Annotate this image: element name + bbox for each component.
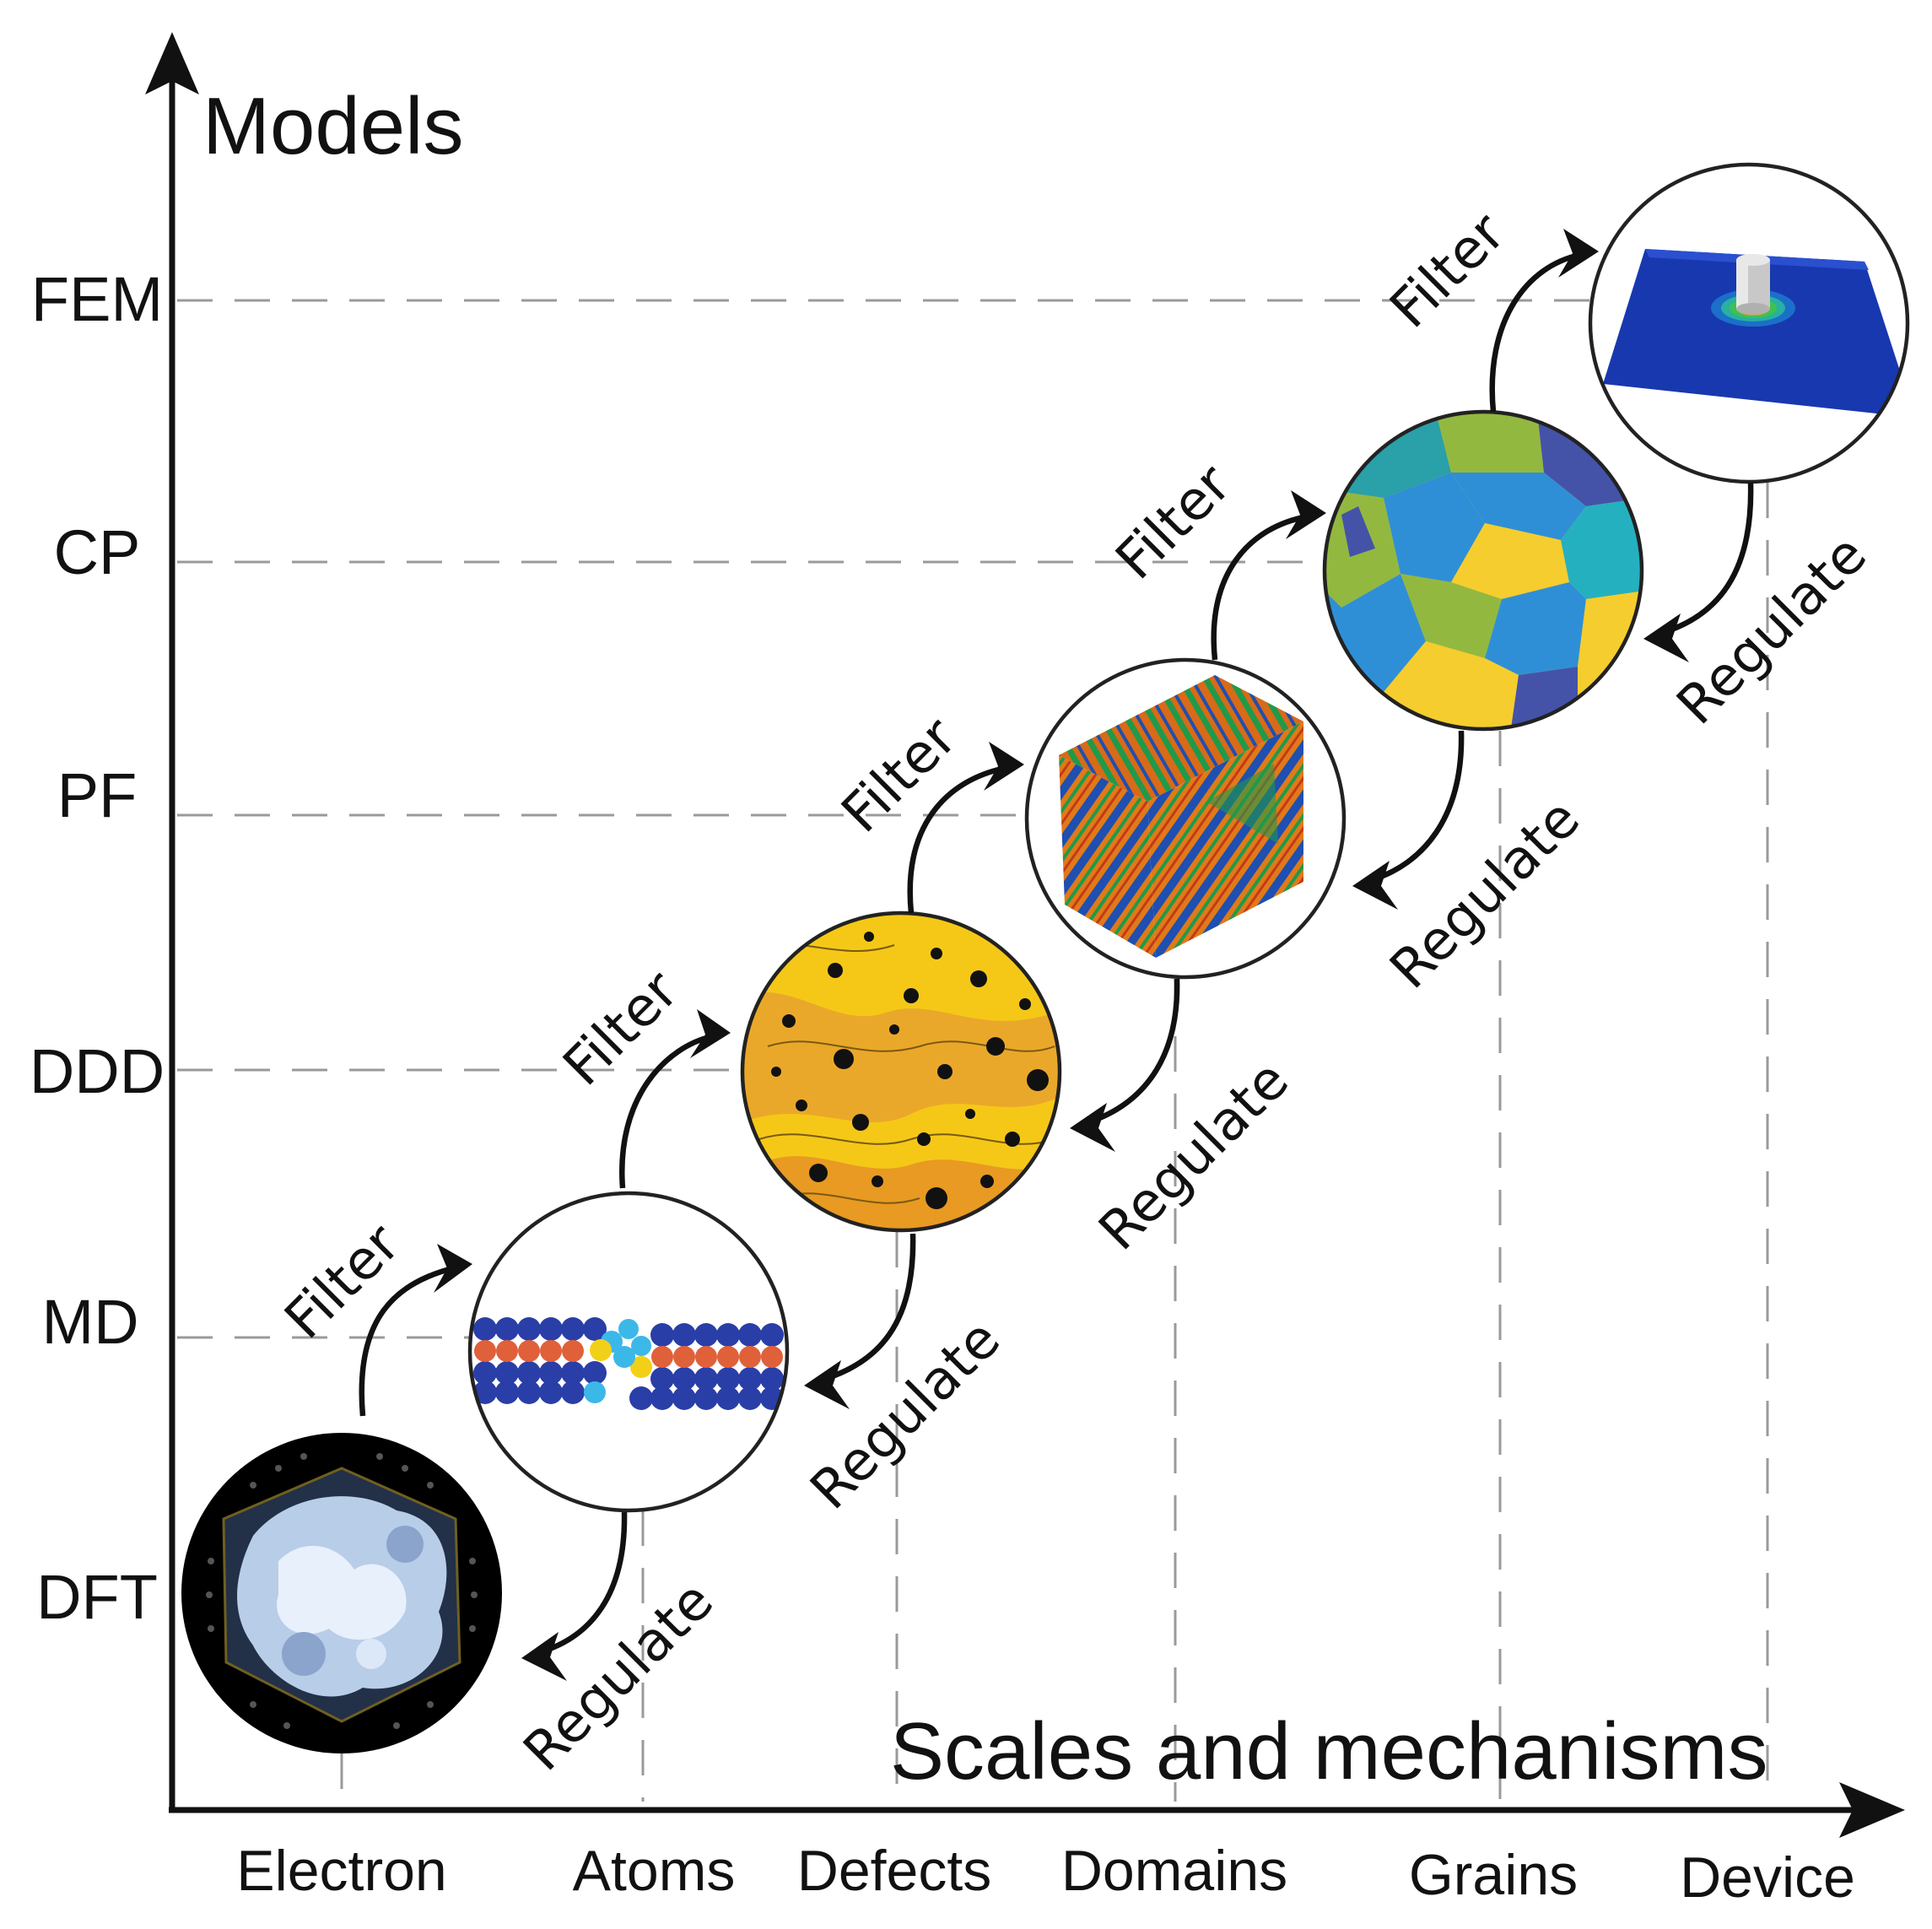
scale-label-electron: Electron: [236, 1839, 446, 1903]
regulate-arrow-head-icon: [1643, 613, 1689, 662]
electron-density-icon: [206, 1453, 478, 1729]
filter-arrow-head-icon: [1558, 229, 1599, 278]
filter-label: Filter: [552, 959, 691, 1098]
axes: [145, 32, 1905, 1838]
model-label-dft: DFT: [36, 1562, 158, 1632]
model-label-fem: FEM: [31, 264, 163, 334]
filter-arrow-head-icon: [1286, 490, 1326, 539]
scale-labels: Electron Atoms Defects Domains Grains De…: [236, 1839, 1855, 1910]
filter-arrows: [359, 229, 1599, 1417]
fem-plate-icon: [1603, 249, 1908, 418]
y-axis-arrow-icon: [145, 32, 199, 95]
filter-label: Filter: [1379, 201, 1518, 340]
filter-label: Filter: [1104, 452, 1244, 592]
regulate-label: Regulate: [799, 1308, 1012, 1521]
node-ddd: [740, 910, 1062, 1233]
regulate-arrow-head-icon: [1070, 1103, 1115, 1152]
filter-label: Filter: [830, 705, 969, 845]
y-axis-title: Models: [202, 81, 463, 171]
filter-arrow-head-icon: [690, 1009, 731, 1058]
regulate-arrow-head-icon: [804, 1360, 850, 1409]
filter-arrow-head-icon: [434, 1244, 472, 1293]
filter-label: Filter: [273, 1212, 413, 1351]
regulate-label: Regulate: [512, 1570, 726, 1783]
atom-chain-icon: [473, 1317, 784, 1410]
model-label-ddd: DDD: [30, 1036, 165, 1106]
model-label-md: MD: [41, 1287, 138, 1357]
regulate-label: Regulate: [1665, 523, 1879, 737]
scale-label-device: Device: [1680, 1845, 1855, 1910]
regulate-arrow-head-icon: [521, 1632, 567, 1681]
node-cp: [1322, 409, 1644, 732]
node-md: [467, 1191, 790, 1513]
x-axis-title: Scales and mechanisms: [890, 1706, 1767, 1797]
model-labels: FEM CP PF DDD MD DFT: [30, 264, 165, 1632]
scale-label-domains: Domains: [1061, 1839, 1287, 1903]
node-fem: [1588, 162, 1910, 484]
model-label-cp: CP: [54, 517, 141, 587]
scale-label-defects: Defects: [797, 1839, 992, 1903]
regulate-label: Regulate: [1087, 1049, 1301, 1262]
model-label-pf: PF: [57, 760, 138, 830]
node-dft: [181, 1433, 502, 1753]
scale-label-grains: Grains: [1409, 1843, 1578, 1907]
scale-label-atoms: Atoms: [573, 1839, 736, 1903]
filter-arrow-head-icon: [984, 742, 1024, 791]
regulate-arrows: [521, 482, 1754, 1681]
x-axis-arrow-icon: [1839, 1782, 1905, 1838]
guide-lines: [177, 299, 1769, 1802]
domain-cube-icon: [1059, 675, 1303, 958]
regulate-arrow-head-icon: [1352, 861, 1398, 910]
regulate-label: Regulate: [1379, 787, 1592, 1001]
node-pf: [1024, 657, 1346, 980]
